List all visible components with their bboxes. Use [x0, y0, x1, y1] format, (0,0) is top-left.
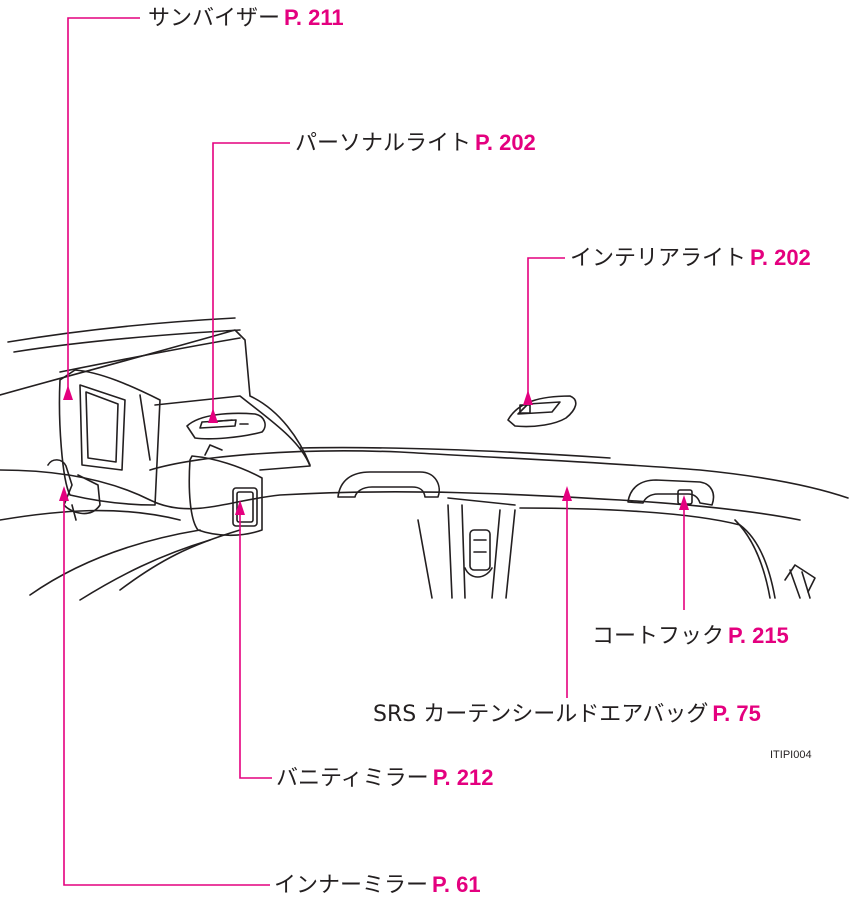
headliner-edge: [149, 450, 849, 499]
callout-text: サンバイザー: [148, 6, 281, 31]
page-ref-link[interactable]: P. 212: [432, 765, 494, 790]
leader-inner-mirror: [63, 495, 270, 886]
callout-text: コートフック: [592, 624, 725, 649]
grab-handle-rear: [627, 479, 715, 506]
page-ref-link[interactable]: P. 202: [475, 130, 536, 155]
sun-visor-shape: [58, 369, 161, 506]
callout-text: パーソナルライト: [295, 131, 472, 156]
page-ref-link[interactable]: P. 215: [728, 623, 789, 648]
callout-text: SRS カーテンシールドエアバッグ: [373, 702, 709, 727]
inner-mirror-shape: [47, 459, 101, 515]
leader-interior-light: [527, 257, 565, 398]
seatbelt-anchor: [469, 529, 491, 571]
leader-vanity-mirror: [239, 510, 272, 779]
vanity-visor-shape: [188, 455, 263, 537]
vanity-mirror-shape: [232, 487, 258, 527]
personal-light-shape: [186, 412, 266, 440]
roof-outline: [7, 317, 236, 343]
rear-window: [519, 507, 776, 599]
leader-personal-light: [212, 142, 290, 418]
interior-light-shape: [507, 395, 577, 428]
callout-text: インナーミラー: [274, 873, 429, 898]
leader-sun-visor: [67, 17, 140, 395]
grab-handle-front: [337, 471, 440, 498]
page-ref-link[interactable]: P. 61: [432, 872, 481, 897]
callout-text: インテリアライト: [570, 246, 747, 271]
page-ref-link[interactable]: P. 202: [750, 245, 811, 270]
page-ref-link[interactable]: P. 211: [284, 5, 344, 30]
callout-text: バニティミラー: [276, 766, 429, 791]
b-pillar: [447, 504, 516, 599]
page-ref-link[interactable]: P. 75: [712, 701, 761, 726]
figure-code: ITIPI004: [770, 749, 812, 761]
